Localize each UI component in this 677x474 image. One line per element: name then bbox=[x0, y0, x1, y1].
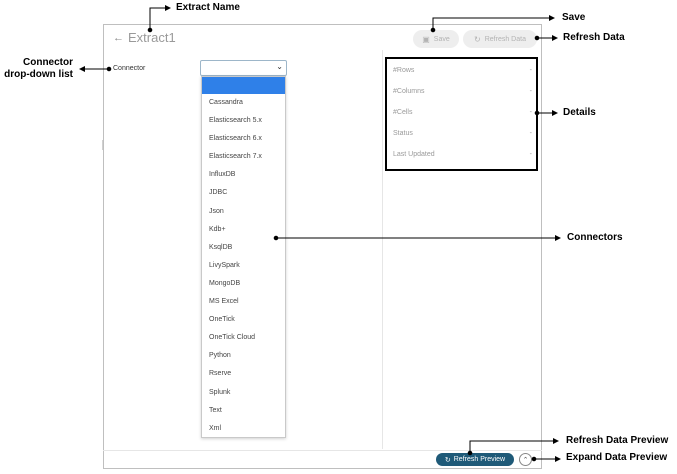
detail-value-cells: - bbox=[529, 109, 532, 116]
dropdown-highlighted-option[interactable] bbox=[202, 77, 285, 94]
annotation-connector-line2: drop-down list bbox=[4, 69, 73, 80]
annotation-save: Save bbox=[562, 12, 586, 23]
refresh-data-button[interactable]: ↻ Refresh Data bbox=[463, 30, 537, 48]
detail-label-columns: #Columns bbox=[393, 88, 425, 95]
detail-value-rows: - bbox=[529, 67, 532, 74]
connector-option[interactable]: KsqlDB bbox=[209, 243, 233, 251]
connector-option[interactable]: Python bbox=[209, 352, 231, 360]
refresh-preview-label: Refresh Preview bbox=[453, 456, 506, 463]
connector-option[interactable]: MS Excel bbox=[209, 298, 239, 306]
refresh-icon: ↻ bbox=[474, 34, 481, 44]
connector-option[interactable]: MongoDB bbox=[209, 279, 241, 287]
connector-option[interactable]: Rserve bbox=[209, 370, 232, 378]
chevron-up-icon[interactable]: ⌃ bbox=[519, 453, 532, 466]
annotation-extract-name: Extract Name bbox=[176, 2, 240, 13]
refresh-data-label: Refresh Data bbox=[484, 35, 526, 43]
connector-option[interactable]: Text bbox=[209, 406, 222, 414]
connector-option[interactable]: Elasticsearch 6.x bbox=[209, 135, 262, 143]
detail-value-status: - bbox=[529, 130, 532, 137]
detail-value-columns: - bbox=[529, 88, 532, 95]
connector-option[interactable]: Elasticsearch 5.x bbox=[209, 117, 262, 125]
connector-option[interactable]: Cassandra bbox=[209, 99, 243, 106]
connector-option[interactable]: Xml bbox=[209, 424, 222, 432]
connector-select[interactable]: ⌄ bbox=[200, 60, 287, 76]
connector-option[interactable]: InfluxDB bbox=[209, 171, 236, 179]
details-panel: #Rows - #Columns - #Cells - Status - Las… bbox=[385, 57, 538, 171]
detail-label-status: Status bbox=[393, 130, 413, 137]
connector-option[interactable]: Elasticsearch 7.x bbox=[209, 153, 262, 161]
connector-option[interactable]: Kdb+ bbox=[209, 225, 226, 233]
annotation-refresh-data: Refresh Data bbox=[563, 32, 625, 43]
extract-name[interactable]: Extract1 bbox=[128, 30, 176, 45]
detail-label-rows: #Rows bbox=[393, 67, 415, 74]
save-icon: ▣ bbox=[422, 34, 430, 44]
connector-option[interactable]: JDBC bbox=[209, 189, 228, 197]
annotation-connectors: Connectors bbox=[567, 232, 623, 243]
connector-dropdown-list[interactable]: Cassandra Elasticsearch 5.x Elasticsearc… bbox=[201, 76, 286, 438]
column-divider bbox=[382, 50, 383, 449]
connector-option[interactable]: Json bbox=[209, 207, 224, 215]
refresh-preview-button[interactable]: ↻ Refresh Preview bbox=[436, 453, 514, 466]
detail-value-last-updated: - bbox=[529, 151, 532, 158]
save-button[interactable]: ▣ Save bbox=[413, 30, 459, 48]
connector-option[interactable]: OneTick Cloud bbox=[209, 334, 256, 342]
edge-tick bbox=[102, 140, 103, 150]
connector-label: Connector bbox=[113, 65, 146, 72]
detail-label-cells: #Cells bbox=[393, 109, 413, 116]
arrow-left-icon[interactable]: ← bbox=[113, 32, 124, 44]
annotation-connector-line1: Connector bbox=[23, 57, 73, 68]
annotation-expand-data-preview: Expand Data Preview bbox=[566, 452, 668, 463]
refresh-icon: ↻ bbox=[444, 456, 451, 464]
detail-label-last-updated: Last Updated bbox=[393, 151, 435, 158]
annotation-refresh-data-preview: Refresh Data Preview bbox=[566, 435, 669, 446]
chevron-down-icon: ⌄ bbox=[276, 62, 283, 71]
save-label: Save bbox=[433, 35, 450, 43]
connector-option[interactable]: OneTick bbox=[209, 316, 235, 324]
annotation-details: Details bbox=[563, 107, 596, 118]
connector-option[interactable]: Splunk bbox=[209, 388, 231, 396]
connector-option[interactable]: LivySpark bbox=[209, 261, 240, 269]
footer-divider bbox=[103, 450, 542, 451]
